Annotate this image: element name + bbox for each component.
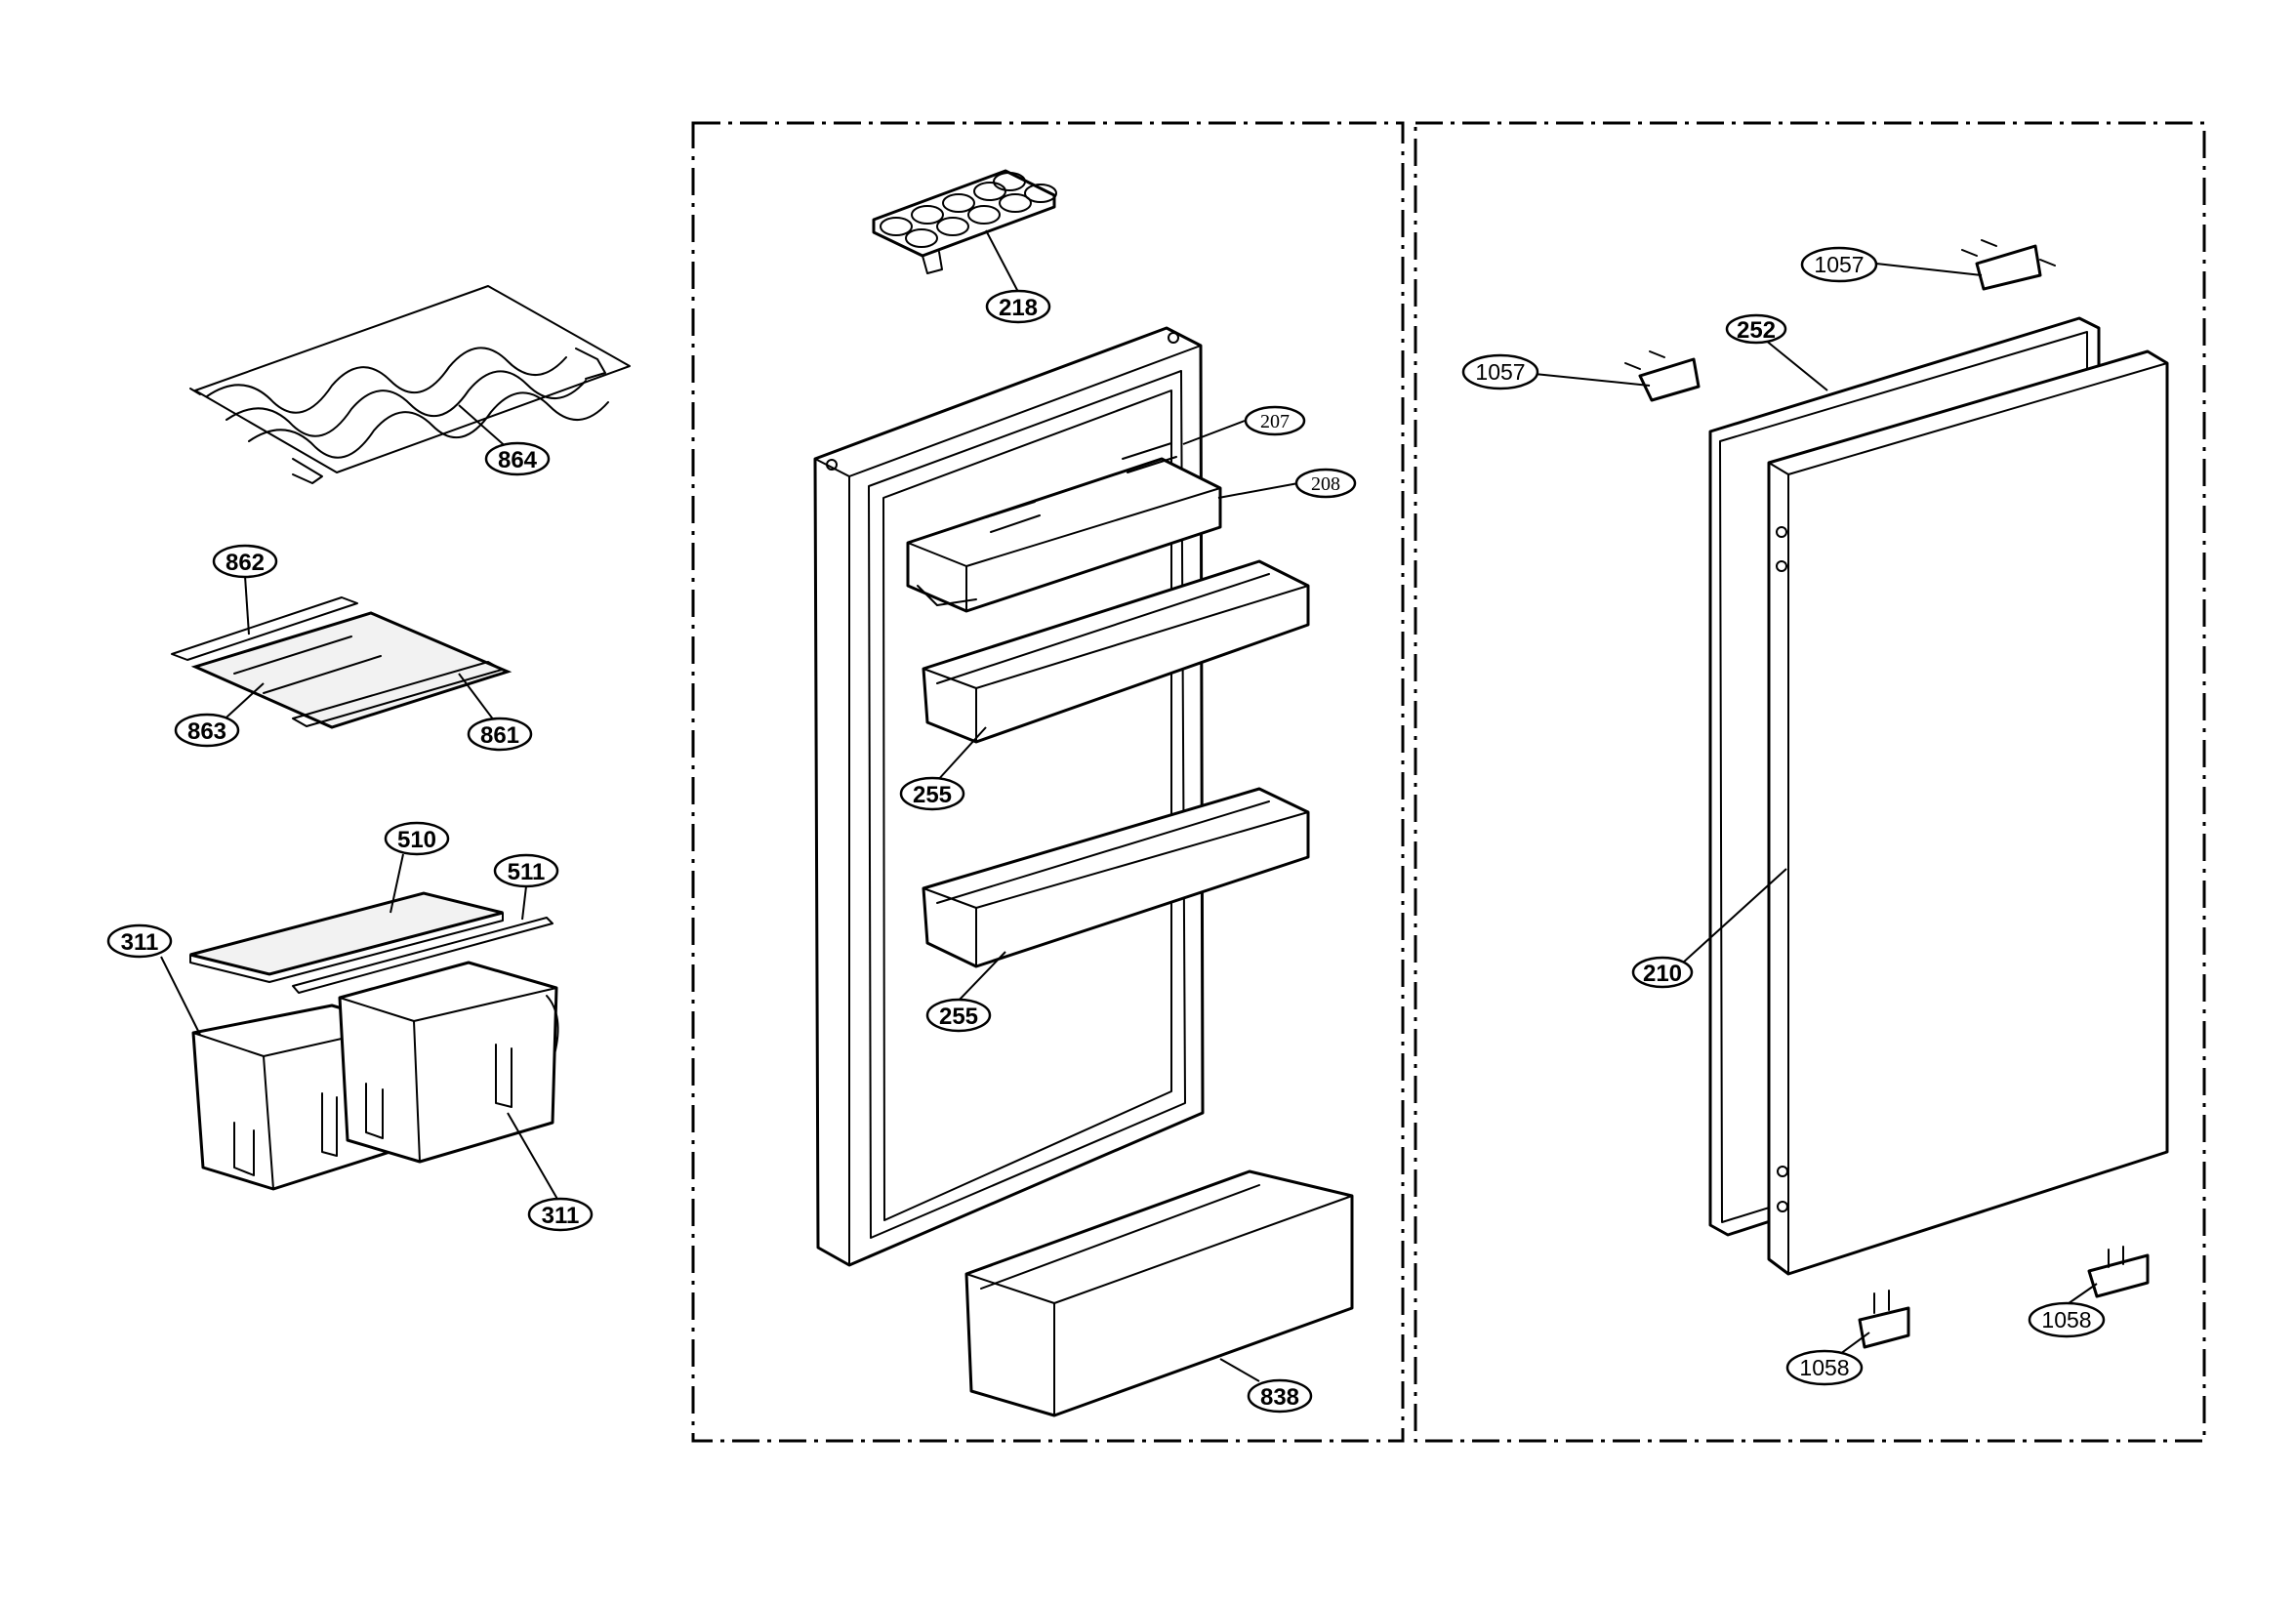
crisper-drawer-right-part bbox=[338, 961, 559, 1164]
door-outer-panel-part bbox=[1767, 349, 2169, 1276]
callout-311-right: 311 bbox=[527, 1197, 594, 1232]
hinge-bracket-top-left-part bbox=[1624, 350, 1701, 402]
callout-255-lower: 255 bbox=[925, 998, 992, 1033]
callout-838: 838 bbox=[1247, 1378, 1313, 1414]
svg-text:861: 861 bbox=[480, 722, 519, 749]
callout-861: 861 bbox=[467, 717, 533, 752]
svg-text:311: 311 bbox=[121, 929, 159, 956]
svg-text:207: 207 bbox=[1260, 411, 1290, 432]
svg-text:863: 863 bbox=[187, 718, 226, 745]
bottle-bin-part bbox=[964, 1169, 1354, 1417]
callout-252: 252 bbox=[1725, 313, 1787, 345]
crisper-cover-part bbox=[189, 891, 554, 994]
callout-210: 210 bbox=[1631, 956, 1694, 989]
dairy-compartment-part bbox=[906, 442, 1222, 613]
callout-864: 864 bbox=[484, 441, 551, 476]
svg-text:1058: 1058 bbox=[1799, 1355, 1849, 1380]
callout-511: 511 bbox=[493, 853, 559, 888]
svg-text:255: 255 bbox=[913, 782, 952, 808]
svg-text:311: 311 bbox=[542, 1203, 580, 1229]
callout-510: 510 bbox=[384, 821, 450, 856]
svg-text:208: 208 bbox=[1311, 473, 1340, 495]
callout-1057-right: 1057 bbox=[1800, 246, 1878, 283]
svg-text:1058: 1058 bbox=[2041, 1307, 2091, 1332]
svg-text:862: 862 bbox=[226, 550, 265, 576]
svg-text:210: 210 bbox=[1643, 961, 1682, 987]
svg-text:864: 864 bbox=[498, 447, 538, 473]
callout-1058-right: 1058 bbox=[2028, 1301, 2106, 1338]
hinge-bracket-bottom-left-part bbox=[1858, 1290, 1910, 1349]
wine-rack-part bbox=[189, 285, 631, 484]
door-liner-panel-frame bbox=[691, 121, 1405, 1443]
door-bin-lower-part bbox=[922, 787, 1310, 968]
hinge-bracket-top-right-part bbox=[1961, 239, 2056, 291]
callout-311-left: 311 bbox=[106, 923, 173, 959]
svg-text:218: 218 bbox=[999, 295, 1038, 321]
callout-1057-left: 1057 bbox=[1461, 353, 1539, 390]
callout-1058-left: 1058 bbox=[1785, 1349, 1864, 1386]
callout-863: 863 bbox=[174, 713, 240, 748]
svg-text:838: 838 bbox=[1260, 1384, 1299, 1411]
svg-text:252: 252 bbox=[1737, 317, 1776, 344]
callout-218: 218 bbox=[985, 289, 1051, 324]
egg-tray-part bbox=[872, 169, 1057, 274]
callout-208: 208 bbox=[1294, 468, 1357, 499]
callout-207: 207 bbox=[1244, 405, 1306, 436]
callout-255-upper: 255 bbox=[899, 776, 965, 811]
svg-text:1057: 1057 bbox=[1475, 359, 1525, 385]
door-bin-upper-part bbox=[922, 559, 1310, 744]
svg-text:510: 510 bbox=[397, 827, 436, 853]
callout-862: 862 bbox=[212, 544, 278, 579]
svg-text:255: 255 bbox=[939, 1004, 978, 1030]
glass-shelf-part bbox=[171, 596, 512, 729]
hinge-bracket-bottom-right-part bbox=[2087, 1246, 2150, 1298]
svg-text:511: 511 bbox=[508, 859, 546, 885]
door-panel-frame bbox=[1414, 121, 2206, 1443]
svg-text:1057: 1057 bbox=[1814, 252, 1864, 277]
